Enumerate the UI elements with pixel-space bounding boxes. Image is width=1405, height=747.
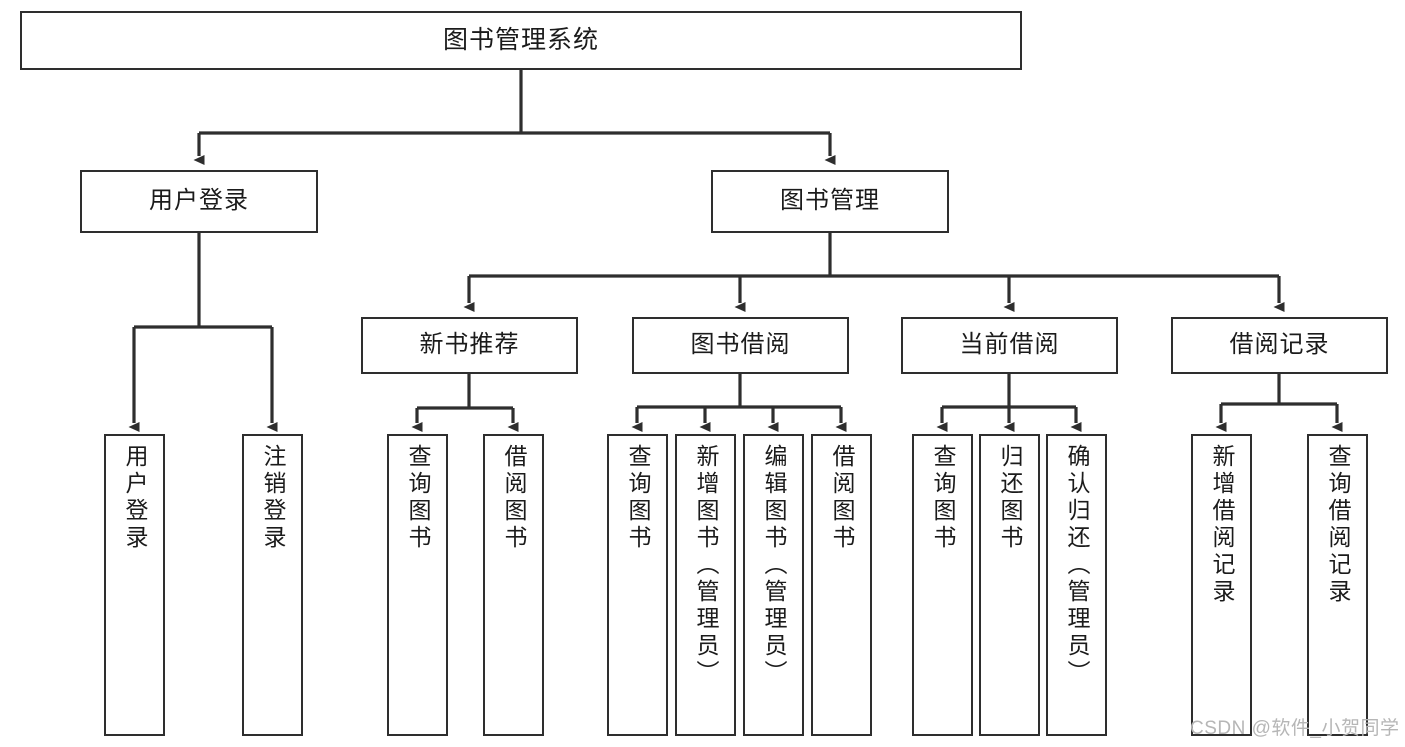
- watermark: CSDN @软件_小贺同学: [1190, 718, 1400, 739]
- node-leaf-return-book-label: 归还图书: [997, 444, 1023, 552]
- node-user-login-label: 用户登录: [149, 187, 249, 215]
- node-leaf-query-book-1-label: 查询图书: [405, 444, 431, 552]
- node-leaf-add-record[interactable]: 新增借阅记录: [1191, 434, 1252, 736]
- node-leaf-borrow-book-1[interactable]: 借阅图书: [483, 434, 544, 736]
- node-leaf-query-book-3-label: 查询图书: [930, 444, 956, 552]
- node-leaf-logout-login[interactable]: 注销登录: [242, 434, 303, 736]
- node-leaf-confirm-return[interactable]: 确认归还（管理员）: [1046, 434, 1107, 736]
- node-leaf-borrow-book-1-label: 借阅图书: [501, 444, 527, 552]
- node-leaf-query-book-1[interactable]: 查询图书: [387, 434, 448, 736]
- node-leaf-add-book[interactable]: 新增图书（管理员）: [675, 434, 736, 736]
- node-leaf-add-record-label: 新增借阅记录: [1209, 444, 1235, 606]
- node-root-label: 图书管理系统: [442, 25, 599, 54]
- node-leaf-return-book[interactable]: 归还图书: [979, 434, 1040, 736]
- node-book-borrow[interactable]: 图书借阅: [632, 317, 849, 374]
- node-book-borrow-label: 图书借阅: [690, 331, 791, 359]
- node-book-management-label: 图书管理: [780, 187, 880, 215]
- node-new-book-recommend[interactable]: 新书推荐: [361, 317, 578, 374]
- node-leaf-query-record[interactable]: 查询借阅记录: [1307, 434, 1368, 736]
- node-leaf-user-login[interactable]: 用户登录: [104, 434, 165, 736]
- node-leaf-confirm-return-label: 确认归还（管理员）: [1064, 444, 1090, 687]
- node-book-management[interactable]: 图书管理: [711, 170, 949, 233]
- node-user-login[interactable]: 用户登录: [80, 170, 318, 233]
- node-new-book-recommend-label: 新书推荐: [419, 331, 520, 359]
- node-current-borrow[interactable]: 当前借阅: [901, 317, 1118, 374]
- node-borrow-record[interactable]: 借阅记录: [1171, 317, 1388, 374]
- node-root[interactable]: 图书管理系统: [20, 11, 1022, 70]
- node-leaf-query-book-2[interactable]: 查询图书: [607, 434, 668, 736]
- node-leaf-user-login-label: 用户登录: [122, 444, 148, 552]
- node-leaf-borrow-book-2-label: 借阅图书: [829, 444, 855, 552]
- node-leaf-edit-book[interactable]: 编辑图书（管理员）: [743, 434, 804, 736]
- node-leaf-add-book-label: 新增图书（管理员）: [693, 444, 719, 687]
- node-leaf-logout-login-label: 注销登录: [260, 444, 286, 552]
- node-leaf-borrow-book-2[interactable]: 借阅图书: [811, 434, 872, 736]
- node-current-borrow-label: 当前借阅: [959, 331, 1060, 359]
- node-leaf-query-book-3[interactable]: 查询图书: [912, 434, 973, 736]
- node-leaf-query-book-2-label: 查询图书: [625, 444, 651, 552]
- node-leaf-edit-book-label: 编辑图书（管理员）: [761, 444, 787, 687]
- node-borrow-record-label: 借阅记录: [1229, 331, 1330, 359]
- node-leaf-query-record-label: 查询借阅记录: [1325, 444, 1351, 606]
